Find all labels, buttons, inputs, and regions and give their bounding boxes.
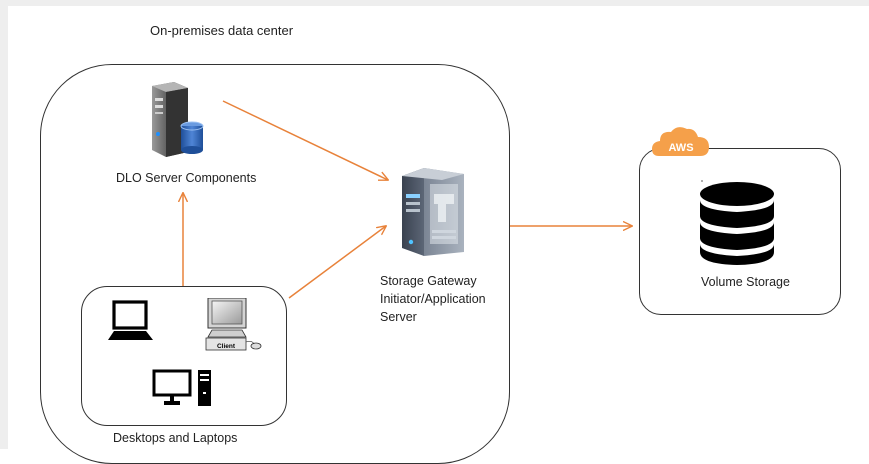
- aws-cloud-icon: AWS: [652, 127, 709, 156]
- desktops-laptops-label: Desktops and Laptops: [113, 431, 238, 445]
- desktop-computer-icon: [152, 369, 211, 406]
- storage-gateway-label-line1: Storage Gateway: [380, 274, 477, 288]
- dlo-server-label: DLO Server Components: [116, 171, 257, 185]
- aws-badge-label: AWS: [668, 142, 693, 154]
- onprem-region-title: On-premises data center: [150, 23, 294, 38]
- storage-gateway-label-line2: Initiator/Application: [380, 292, 486, 306]
- laptop-icon: [108, 300, 153, 340]
- storage-gateway-label: Storage Gateway Initiator/Application Se…: [380, 272, 486, 326]
- volume-storage-database-icon: [700, 180, 774, 265]
- storage-gateway-label-line3: Server: [380, 310, 417, 324]
- client-workstation-icon: Client: [205, 298, 262, 351]
- dlo-server-icon: [152, 82, 204, 157]
- aws-cloud-region: [639, 148, 841, 315]
- volume-storage-label: Volume Storage: [701, 275, 790, 289]
- client-caption: Client: [217, 343, 236, 350]
- desktops-laptops-region: [81, 286, 287, 426]
- storage-gateway-server-icon: [402, 168, 464, 256]
